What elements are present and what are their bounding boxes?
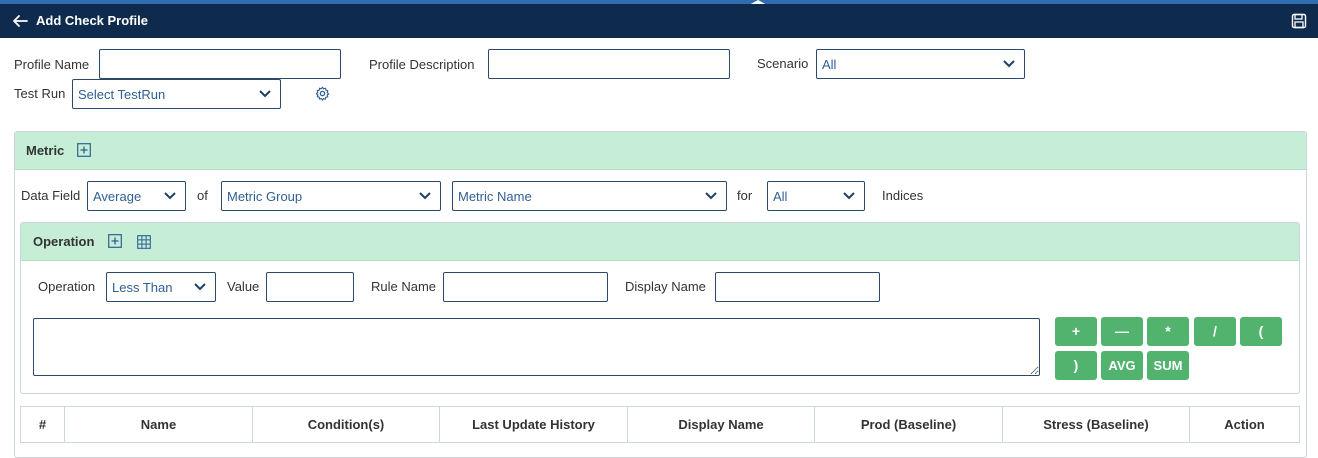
multiply-button[interactable]: * [1147,317,1189,346]
column-header-name[interactable]: Name [65,407,253,442]
data-field-select-value: Average [93,189,142,204]
column-header-conditions[interactable]: Condition(s) [253,407,440,442]
chevron-down-icon [419,192,431,200]
operation-panel-header: Operation [21,223,1299,261]
chevron-down-icon [194,283,206,291]
value-label: Value [227,279,260,294]
add-operation-icon[interactable] [108,234,122,248]
operation-select-value: Less Than [112,280,173,295]
page-header: Add Check Profile [0,4,1318,38]
column-header-display-name[interactable]: Display Name [628,407,815,442]
rule-name-input[interactable] [443,272,608,302]
metric-panel-header: Metric [15,132,1306,170]
chevron-down-icon [259,90,271,98]
operation-select[interactable]: Less Than [106,272,216,302]
of-label: of [197,188,208,203]
top-notch [749,0,767,5]
indices-label: Indices [882,188,924,203]
close-paren-button[interactable]: ) [1055,351,1097,380]
table-grid-icon[interactable] [137,235,151,249]
metric-panel-title: Metric [26,143,65,158]
metric-name-select[interactable]: Metric Name [452,181,727,211]
expression-textarea[interactable] [33,318,1040,376]
sum-button[interactable]: SUM [1147,351,1189,380]
column-header-prod-baseline[interactable]: Prod (Baseline) [815,407,1003,442]
value-input[interactable] [266,272,354,302]
data-field-select[interactable]: Average [87,181,186,211]
profile-name-input[interactable] [99,49,341,79]
indices-select-value: All [773,189,788,204]
operation-panel-title: Operation [33,234,95,249]
open-paren-button[interactable]: ( [1240,317,1282,346]
arrow-left-icon[interactable] [11,12,29,30]
metric-group-select[interactable]: Metric Group [221,181,441,211]
column-header-index[interactable]: # [21,407,65,442]
test-run-select-value: Select TestRun [78,87,166,102]
test-run-label: Test Run [14,86,66,101]
chevron-down-icon [1003,60,1015,68]
profile-description-input[interactable] [488,49,730,79]
plus-button[interactable]: + [1055,317,1097,346]
operation-label: Operation [38,279,96,294]
rule-name-label: Rule Name [371,279,437,294]
add-metric-icon[interactable] [77,143,91,157]
scenario-select[interactable]: All [816,49,1025,79]
divide-button[interactable]: / [1194,317,1236,346]
test-run-select[interactable]: Select TestRun [72,79,281,109]
scenario-label: Scenario [757,56,809,71]
metric-name-select-value: Metric Name [458,189,532,204]
avg-button[interactable]: AVG [1101,351,1143,380]
minus-button[interactable]: — [1101,317,1143,346]
column-header-action[interactable]: Action [1224,417,1265,432]
display-name-input[interactable] [715,272,880,302]
floppy-disk-icon[interactable] [1291,13,1307,29]
rules-table-header: # Name Condition(s) Last Update History … [20,406,1300,443]
scenario-select-value: All [822,57,837,72]
column-header-last-update-history[interactable]: Last Update History [440,407,628,442]
top-accent-strip [0,0,1318,4]
chevron-down-icon [843,192,855,200]
chevron-down-icon [705,192,717,200]
for-label: for [737,188,753,203]
indices-select[interactable]: All [767,181,865,211]
data-field-label: Data Field [21,188,81,203]
chevron-down-icon [164,192,176,200]
gear-icon[interactable] [315,86,330,101]
page-title: Add Check Profile [36,13,148,28]
metric-group-select-value: Metric Group [227,189,303,204]
profile-description-label: Profile Description [369,57,475,72]
profile-name-label: Profile Name [14,57,90,72]
column-header-stress-baseline[interactable]: Stress (Baseline) [1003,407,1190,442]
display-name-label: Display Name [625,279,706,294]
